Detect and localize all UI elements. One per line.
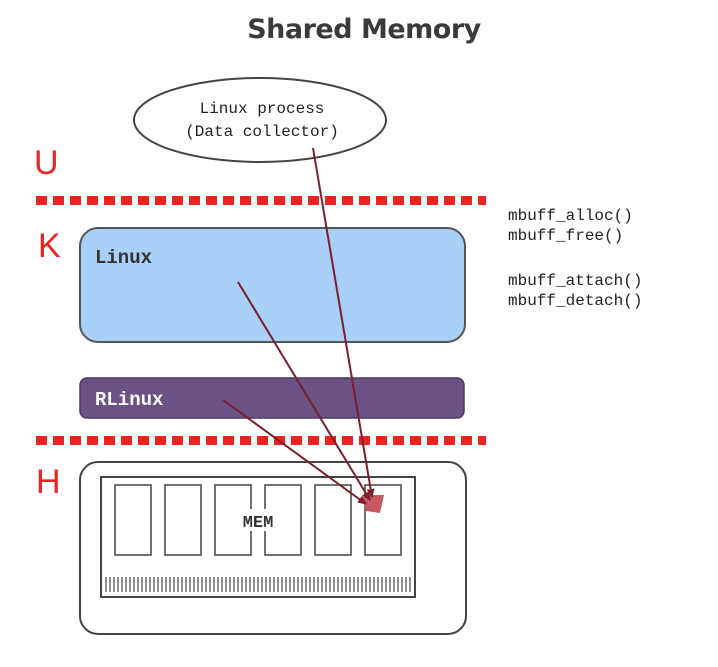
process-ellipse [133, 77, 387, 163]
memory-chip [164, 484, 202, 556]
api-group-alloc: mbuff_alloc() mbuff_free() [508, 206, 633, 246]
hardware-level-label: H [36, 463, 61, 501]
process-label-line2: (Data collector) [185, 123, 339, 141]
linux-access-arrow [237, 281, 371, 501]
user-kernel-divider [36, 196, 486, 205]
api-alloc: mbuff_alloc() [508, 207, 633, 225]
api-free: mbuff_free() [508, 227, 624, 245]
kernel-hardware-divider [36, 436, 486, 445]
kernel-level-label: K [38, 227, 61, 265]
rlinux-label: RLinux [95, 389, 163, 411]
process-label-line1: Linux process [200, 100, 325, 118]
memory-chip [314, 484, 352, 556]
api-detach: mbuff_detach() [508, 292, 643, 310]
rlinux-box [79, 377, 465, 419]
linux-label: Linux [95, 247, 152, 269]
diagram-title: Shared Memory [247, 14, 481, 45]
user-level-label: U [34, 144, 59, 182]
memory-chip [114, 484, 152, 556]
rlinux-access-arrow [222, 399, 367, 505]
mem-label-bg [232, 509, 284, 531]
api-attach: mbuff_attach() [508, 272, 643, 290]
linux-box [79, 227, 466, 343]
api-group-attach: mbuff_attach() mbuff_detach() [508, 271, 642, 311]
mem-label: MEM [243, 514, 274, 533]
process-access-arrow [312, 147, 375, 498]
memory-pins [105, 577, 411, 592]
